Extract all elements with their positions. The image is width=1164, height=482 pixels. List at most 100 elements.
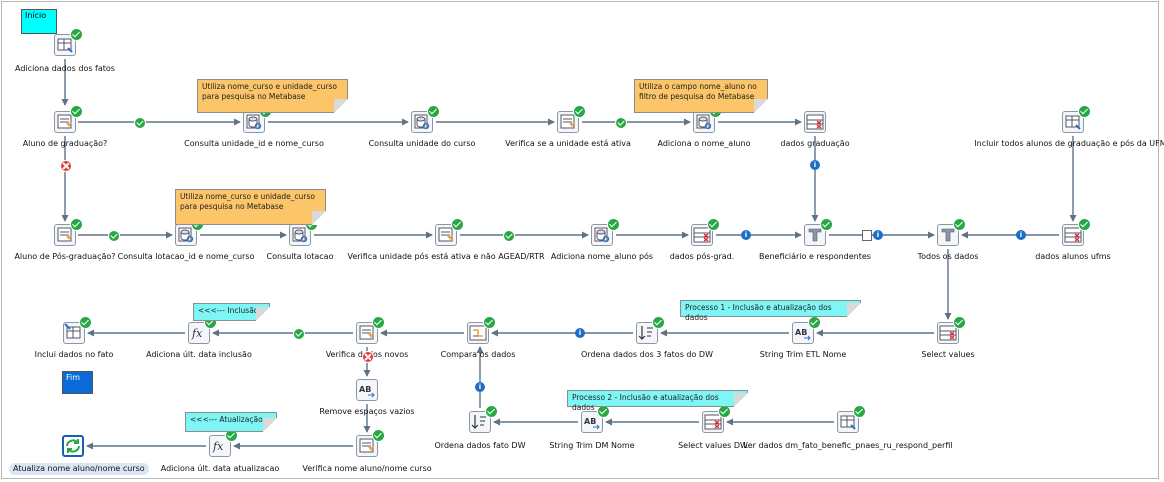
step-s22[interactable] <box>636 316 665 348</box>
step-label: Select values <box>921 350 975 359</box>
step-s19[interactable]: fx <box>188 316 217 348</box>
step-s9[interactable] <box>54 218 83 250</box>
step-s28[interactable] <box>702 405 731 437</box>
formula-icon: fx <box>191 327 203 340</box>
step-s11[interactable] <box>289 218 318 250</box>
step-icon-box <box>209 435 231 457</box>
step-s14[interactable] <box>691 218 720 250</box>
step-s25[interactable]: AB <box>356 379 382 405</box>
step-s12[interactable] <box>435 218 464 250</box>
step-s15[interactable] <box>804 218 833 250</box>
success-check-icon <box>427 105 440 118</box>
step-s7[interactable] <box>804 111 830 137</box>
step-label: Remove espaços vazios <box>319 407 415 416</box>
step-s3[interactable] <box>243 105 272 137</box>
success-check-icon <box>652 316 665 329</box>
hop-info-icon: i <box>1016 230 1026 240</box>
success-check-icon <box>79 316 92 329</box>
step-s6[interactable] <box>693 105 722 137</box>
table-input-icon <box>57 38 73 53</box>
note-n1[interactable]: Utiliza nome_curso e unidade_curso para … <box>197 79 348 113</box>
step-label: Ordena dados dos 3 fatos do DW <box>581 350 713 359</box>
step-label: Verifica se a unidade está ativa <box>505 139 631 148</box>
table-input-icon <box>1065 115 1081 130</box>
step-s18[interactable] <box>63 316 92 348</box>
note-n6[interactable]: Processo 2 - Inclusão e atualização dos … <box>567 390 748 412</box>
step-label: dados alunos ufms <box>1035 252 1111 261</box>
step-s32[interactable] <box>62 435 88 461</box>
db-lookup-icon <box>292 227 308 243</box>
step-label-selected: Atualiza nome aluno/nome curso <box>9 463 149 475</box>
filter-icon <box>438 227 453 242</box>
hop-info-icon: i <box>873 230 883 240</box>
note-n3[interactable]: Utiliza nome_curso e unidade_curso para … <box>175 189 326 225</box>
filter-icon <box>57 114 72 129</box>
success-check-icon <box>573 105 586 118</box>
step-label: String Trim DM Nome <box>549 441 635 450</box>
step-label: Adiciona últ. data inclusão <box>146 350 252 359</box>
step-s21[interactable] <box>467 316 496 348</box>
step-s29[interactable] <box>837 405 866 437</box>
note-n2[interactable]: Utiliza o campo nome_aluno no filtro de … <box>634 79 768 113</box>
hop-copy-icon <box>862 230 872 241</box>
step-label: Adiciona dados dos fatos <box>15 64 115 73</box>
step-label: Consulta unidade do curso <box>368 139 476 148</box>
success-check-icon <box>953 316 966 329</box>
note-n4[interactable]: <<<--- Inclusão <box>193 303 270 321</box>
hop-ok-icon <box>615 117 627 129</box>
step-label: Compara os dados <box>440 350 516 359</box>
select-values-icon <box>704 414 722 430</box>
step-s16[interactable] <box>937 218 966 250</box>
step-s10[interactable] <box>175 218 204 250</box>
string-trim-icon: AB <box>359 385 375 398</box>
step-s17[interactable] <box>1062 218 1091 250</box>
step-s26[interactable] <box>469 405 498 437</box>
merge-rows-icon <box>469 325 487 341</box>
step-s23[interactable]: AB <box>792 316 821 348</box>
step-s4[interactable] <box>411 105 440 137</box>
start-box[interactable]: Início <box>21 9 57 34</box>
step-label: Adiciona últ. data atualizacao <box>160 464 280 473</box>
note-n5[interactable]: Processo 1 - Inclusão e atualização dos … <box>680 300 861 322</box>
hop-info-icon: i <box>475 382 485 392</box>
hop-ok-icon <box>293 328 305 340</box>
step-s5[interactable] <box>557 105 586 137</box>
end-box[interactable]: Fim <box>62 371 93 394</box>
select-values-icon <box>939 325 957 341</box>
step-label: Inclui dados no fato <box>34 350 114 359</box>
step-s27[interactable]: AB <box>581 405 610 437</box>
db-lookup-icon <box>246 114 262 130</box>
note-n7[interactable]: <<<--- Atualização <box>185 412 277 432</box>
filter-icon <box>359 325 374 340</box>
string-trim-icon: AB <box>795 328 811 341</box>
step-label: Verifica unidade pós está ativa e não AG… <box>347 252 545 261</box>
step-label: Consulta lotacao_id e nome_curso <box>117 252 255 261</box>
success-check-icon <box>485 405 498 418</box>
step-s20[interactable] <box>356 316 385 348</box>
select-values-icon <box>693 227 711 243</box>
success-check-icon <box>853 405 866 418</box>
step-s1[interactable] <box>54 28 83 60</box>
success-check-icon <box>1078 105 1091 118</box>
step-s31[interactable] <box>356 429 385 461</box>
step-s2[interactable] <box>54 105 83 137</box>
step-s8[interactable] <box>1062 105 1091 137</box>
hop-fail-icon <box>362 351 374 363</box>
db-lookup-icon <box>696 114 712 130</box>
table-output-icon <box>64 323 81 339</box>
step-label: Beneficiário e respondentes <box>759 252 871 261</box>
append-icon <box>941 228 955 242</box>
step-label: Adiciona o nome_aluno <box>657 139 751 148</box>
step-s13[interactable] <box>591 218 620 250</box>
success-check-icon <box>70 218 83 231</box>
svg-text:AB: AB <box>795 328 807 337</box>
step-s24[interactable] <box>937 316 966 348</box>
sort-icon <box>471 415 486 429</box>
success-check-icon <box>707 218 720 231</box>
step-s30[interactable]: fx <box>209 429 238 461</box>
hop-info-icon: i <box>810 160 820 170</box>
select-values-icon <box>806 114 824 130</box>
